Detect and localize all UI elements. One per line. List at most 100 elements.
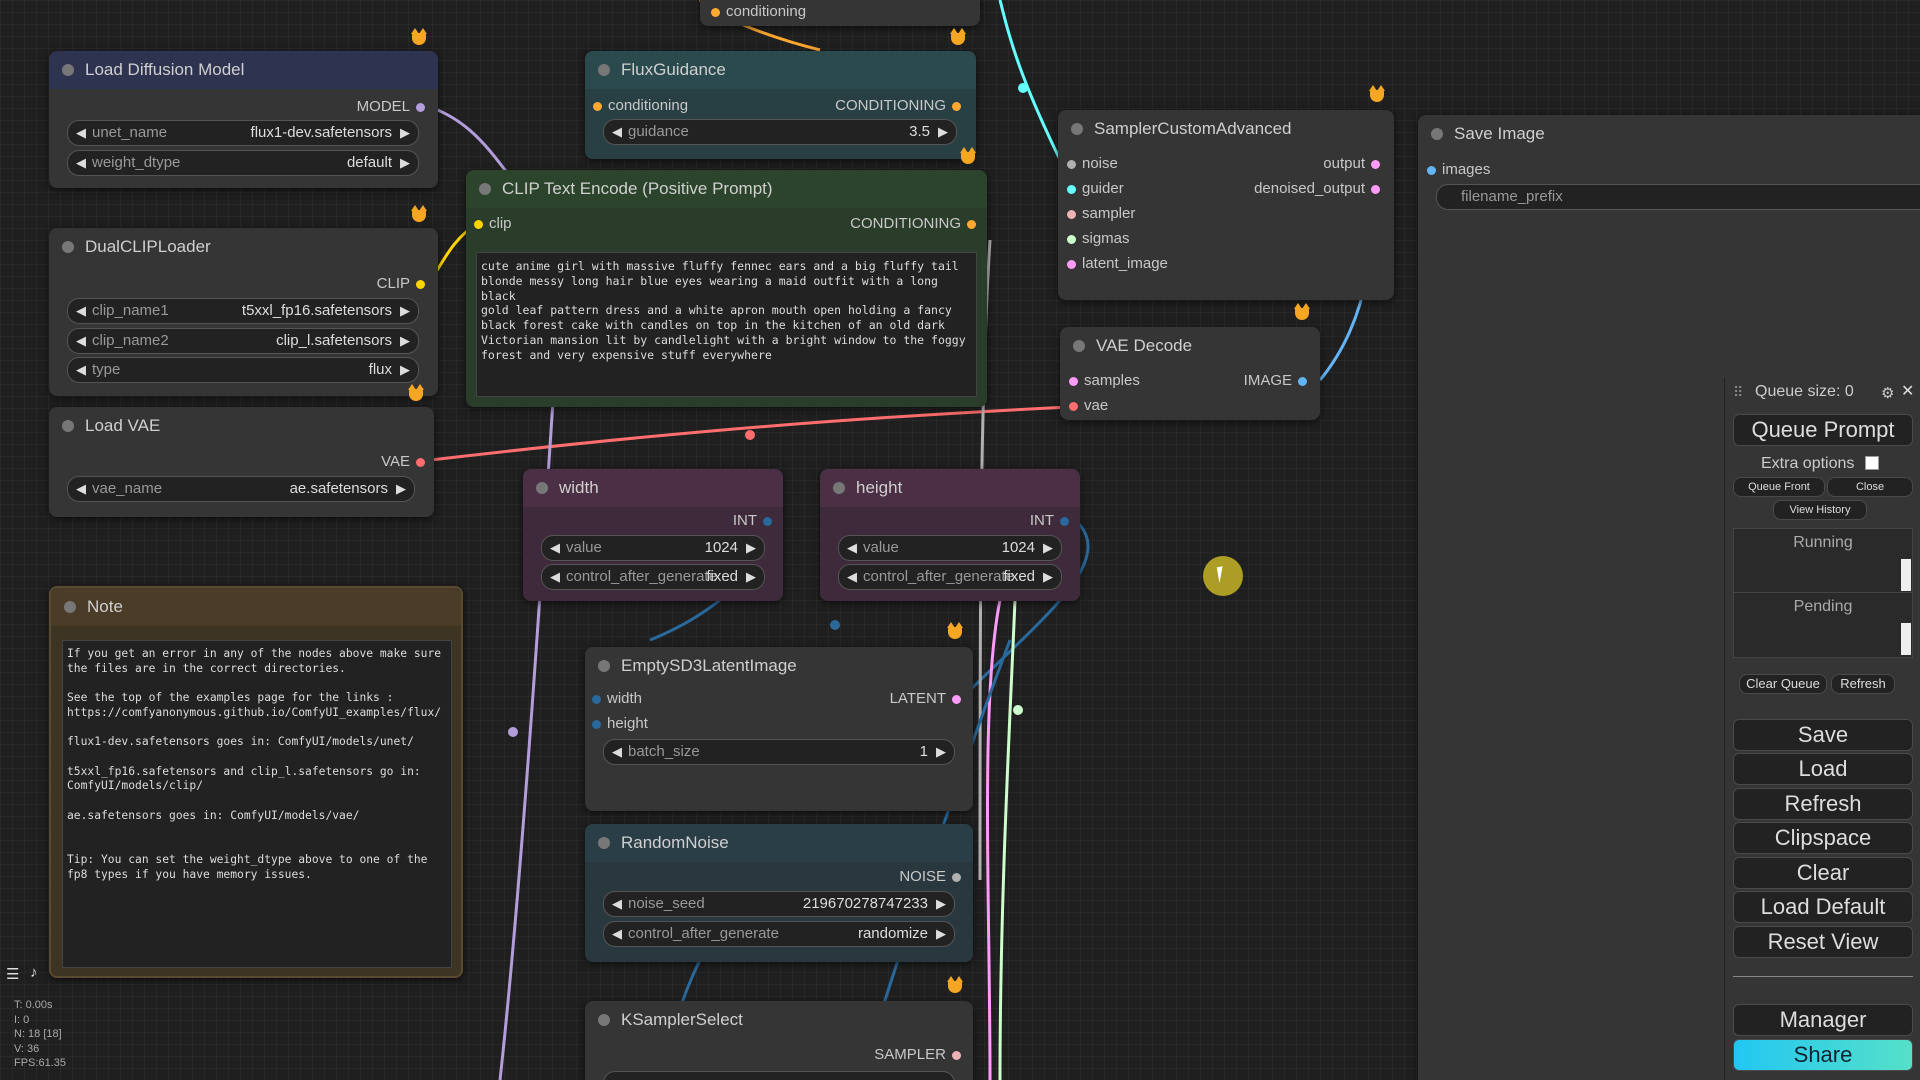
manager-button[interactable]: Manager xyxy=(1733,1004,1913,1036)
clip-input[interactable]: clip xyxy=(474,214,512,234)
sampler-pin[interactable] xyxy=(1067,210,1076,219)
node-title[interactable]: Load VAE xyxy=(49,407,434,445)
latent-pin[interactable] xyxy=(1069,377,1078,386)
queue-front-button[interactable]: Queue Front xyxy=(1733,477,1825,497)
conditioning-node[interactable]: conditioning xyxy=(700,0,980,26)
arrow-right-icon[interactable]: ▶ xyxy=(936,744,946,759)
collapse-dot[interactable] xyxy=(598,660,610,672)
node-title[interactable]: height xyxy=(820,469,1080,507)
guider-input[interactable]: guider xyxy=(1067,179,1124,199)
width-control-after-generate-widget[interactable]: ◀ control_after_generate fixed ▶ xyxy=(541,564,765,590)
vae-pin[interactable] xyxy=(416,458,425,467)
arrow-right-icon[interactable]: ▶ xyxy=(400,362,410,377)
reset-view-button[interactable]: Reset View xyxy=(1733,926,1913,958)
flux-guidance-node[interactable]: FluxGuidance conditioning CONDITIONING ◀… xyxy=(585,51,976,159)
vae-name-widget[interactable]: ◀ vae_name ae.safetensors ▶ xyxy=(67,476,415,502)
clipspace-button[interactable]: Clipspace xyxy=(1733,822,1913,854)
int-pin[interactable] xyxy=(763,517,772,526)
node-title[interactable]: Note xyxy=(51,588,461,626)
queue-scrollbar[interactable] xyxy=(1901,559,1911,591)
sampler-pin[interactable] xyxy=(952,1051,961,1060)
collapse-dot[interactable] xyxy=(479,183,491,195)
int-output[interactable]: INT xyxy=(1030,511,1069,531)
arrow-left-icon[interactable]: ◀ xyxy=(612,124,622,139)
width-value-widget[interactable]: ◀ value 1024 ▶ xyxy=(541,535,765,561)
load-vae-node[interactable]: Load VAE VAE ◀ vae_name ae.safetensors ▶ xyxy=(49,407,434,517)
sampler-output[interactable]: SAMPLER xyxy=(874,1045,961,1065)
noise-input[interactable]: noise xyxy=(1067,154,1118,174)
sampler-name-widget[interactable] xyxy=(603,1071,955,1080)
note-text[interactable]: If you get an error in any of the nodes … xyxy=(62,640,452,968)
vae-decode-node[interactable]: VAE Decode samples vae IMAGE xyxy=(1060,327,1320,420)
latent-image-input[interactable]: latent_image xyxy=(1067,254,1168,274)
collapse-dot[interactable] xyxy=(598,64,610,76)
ksampler-select-node[interactable]: KSamplerSelect SAMPLER xyxy=(585,1001,973,1080)
node-title[interactable]: VAE Decode xyxy=(1060,327,1320,365)
node-title[interactable]: KSamplerSelect xyxy=(585,1001,973,1039)
latent-pin[interactable] xyxy=(1371,185,1380,194)
collapse-dot[interactable] xyxy=(62,241,74,253)
clip-name1-widget[interactable]: ◀ clip_name1 t5xxl_fp16.safetensors ▶ xyxy=(67,298,419,324)
arrow-left-icon[interactable]: ◀ xyxy=(612,896,622,911)
collapse-dot[interactable] xyxy=(1431,128,1443,140)
output-output[interactable]: output xyxy=(1323,154,1380,174)
conditioning-pin[interactable] xyxy=(593,102,602,111)
clip-output[interactable]: CLIP xyxy=(377,274,425,294)
arrow-left-icon[interactable]: ◀ xyxy=(76,155,86,170)
arrow-right-icon[interactable]: ▶ xyxy=(400,333,410,348)
noise-pin[interactable] xyxy=(1067,160,1076,169)
dual-clip-loader-node[interactable]: DualCLIPLoader CLIP ◀ clip_name1 t5xxl_f… xyxy=(49,228,438,396)
clip-pin[interactable] xyxy=(474,220,483,229)
node-title[interactable]: FluxGuidance xyxy=(585,51,976,89)
clip-name2-widget[interactable]: ◀ clip_name2 clip_l.safetensors ▶ xyxy=(67,328,419,354)
load-diffusion-model-node[interactable]: Load Diffusion Model MODEL ◀ unet_name f… xyxy=(49,51,438,188)
collapse-dot[interactable] xyxy=(598,1014,610,1026)
images-input[interactable]: images xyxy=(1427,160,1490,180)
noise-pin[interactable] xyxy=(952,873,961,882)
prompt-textarea[interactable]: cute anime girl with massive fluffy fenn… xyxy=(476,252,977,397)
gear-icon[interactable]: ⚙ xyxy=(1881,385,1895,402)
close-button[interactable]: Close xyxy=(1827,477,1913,497)
unet-name-widget[interactable]: ◀ unet_name flux1-dev.safetensors ▶ xyxy=(67,120,419,146)
queue-prompt-button[interactable]: Queue Prompt xyxy=(1733,414,1913,446)
save-button[interactable]: Save xyxy=(1733,719,1913,751)
height-value-widget[interactable]: ◀ value 1024 ▶ xyxy=(838,535,1062,561)
width-node[interactable]: width INT ◀ value 1024 ▶ ◀ control_after… xyxy=(523,469,783,601)
clear-button[interactable]: Clear xyxy=(1733,857,1913,889)
filename-prefix-widget[interactable]: filename_prefix xyxy=(1436,184,1920,210)
arrow-left-icon[interactable]: ◀ xyxy=(76,125,86,140)
arrow-left-icon[interactable]: ◀ xyxy=(76,481,86,496)
node-title[interactable]: EmptySD3LatentImage xyxy=(585,647,973,685)
type-widget[interactable]: ◀ type flux ▶ xyxy=(67,357,419,383)
collapse-dot[interactable] xyxy=(1071,123,1083,135)
collapse-dot[interactable] xyxy=(598,837,610,849)
model-output[interactable]: MODEL xyxy=(357,97,425,117)
width-input[interactable]: width xyxy=(592,689,642,709)
sigmas-input[interactable]: sigmas xyxy=(1067,229,1130,249)
share-button[interactable]: Share xyxy=(1733,1039,1913,1071)
int-pin[interactable] xyxy=(592,695,601,704)
arrow-right-icon[interactable]: ▶ xyxy=(938,124,948,139)
int-pin[interactable] xyxy=(592,720,601,729)
node-title[interactable]: RandomNoise xyxy=(585,824,973,862)
noise-control-after-generate-widget[interactable]: ◀ control_after_generate randomize ▶ xyxy=(603,921,955,947)
arrow-left-icon[interactable]: ◀ xyxy=(550,540,560,555)
height-node[interactable]: height INT ◀ value 1024 ▶ ◀ control_afte… xyxy=(820,469,1080,601)
node-title[interactable]: SamplerCustomAdvanced xyxy=(1058,110,1394,148)
height-input[interactable]: height xyxy=(592,714,648,734)
arrow-left-icon[interactable]: ◀ xyxy=(612,744,622,759)
vae-output[interactable]: VAE xyxy=(381,452,425,472)
random-noise-node[interactable]: RandomNoise NOISE ◀ noise_seed 219670278… xyxy=(585,824,973,962)
load-default-button[interactable]: Load Default xyxy=(1733,891,1913,923)
image-output[interactable]: IMAGE xyxy=(1244,371,1307,391)
node-title[interactable]: CLIP Text Encode (Positive Prompt) xyxy=(466,170,987,208)
node-title[interactable]: Save Image xyxy=(1418,115,1920,153)
arrow-right-icon[interactable]: ▶ xyxy=(396,481,406,496)
arrow-right-icon[interactable]: ▶ xyxy=(400,155,410,170)
sampler-input[interactable]: sampler xyxy=(1067,204,1135,224)
vae-input[interactable]: vae xyxy=(1069,396,1108,416)
latent-pin[interactable] xyxy=(952,695,961,704)
sigmas-pin[interactable] xyxy=(1067,235,1076,244)
clear-queue-button[interactable]: Clear Queue xyxy=(1739,674,1827,694)
denoised-output[interactable]: denoised_output xyxy=(1254,179,1380,199)
